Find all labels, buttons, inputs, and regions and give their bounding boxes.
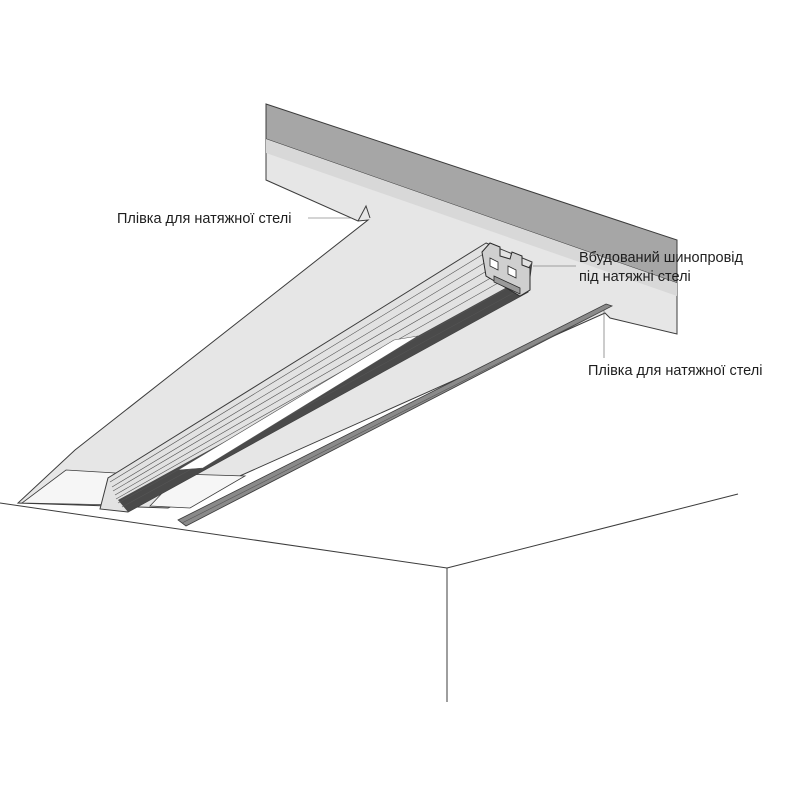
film-top <box>357 204 371 222</box>
slab-edge-highlight <box>266 139 677 296</box>
track-end-profile <box>481 242 531 297</box>
ceiling-left-edge <box>0 502 448 569</box>
room-outline <box>0 493 739 702</box>
callout-leaders <box>308 217 605 358</box>
ceiling-right-edge <box>446 493 739 569</box>
film-right-strip-highlight <box>181 309 605 524</box>
track-light-slot <box>177 335 419 471</box>
label-track-line2: під натяжні стелі <box>579 269 691 285</box>
ceiling-slab <box>16 103 678 509</box>
film-top-edge <box>357 204 371 222</box>
track-rail <box>99 242 533 513</box>
label-film-top: Плівка для натяжної стелі <box>117 211 291 227</box>
label-film-right: Плівка для натяжної стелі <box>588 363 762 379</box>
label-track-line1: Вбудований шинопровід <box>579 250 743 266</box>
film-right-strip <box>177 303 614 527</box>
